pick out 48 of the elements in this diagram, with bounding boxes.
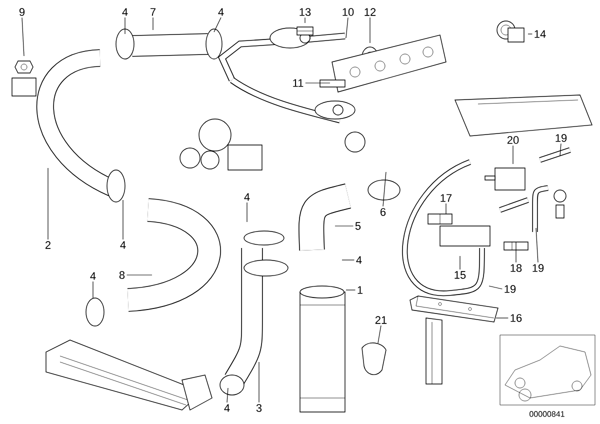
callout-number: 19 — [556, 134, 567, 142]
callout-number: 5 — [355, 222, 361, 230]
callout-number: 11 — [293, 79, 304, 87]
callout-number: 15 — [454, 271, 466, 279]
leader-line — [226, 388, 228, 403]
callout-number: 4 — [90, 272, 96, 280]
leader-line — [258, 362, 260, 403]
callout-number: 4 — [122, 8, 128, 16]
callout-number: 4 — [120, 241, 126, 249]
callout-number: 2 — [46, 241, 50, 249]
callout-number: 19 — [504, 285, 516, 293]
callout-number: 16 — [510, 314, 522, 322]
callout-number: 12 — [364, 8, 376, 16]
leader-line — [22, 17, 24, 56]
callout-number: 6 — [380, 208, 386, 216]
leader-line — [378, 325, 382, 344]
leader-line — [536, 228, 538, 263]
leader-line — [488, 286, 502, 290]
leader-line — [152, 17, 154, 30]
callout-number: 21 — [375, 316, 387, 324]
callout-number: 14 — [534, 30, 546, 38]
leader-line — [305, 82, 330, 84]
callout-number: 3 — [256, 404, 262, 412]
image-number: 00000841 — [530, 411, 564, 417]
leader-line — [92, 281, 94, 298]
callout-number: 10 — [342, 8, 354, 16]
callout-number: 20 — [507, 136, 519, 144]
callout-number: 8 — [119, 271, 125, 279]
callout-number: 18 — [510, 264, 522, 272]
leader-line — [560, 143, 562, 156]
callout-number: 17 — [440, 194, 452, 202]
leader-line — [214, 17, 222, 32]
leader-line — [126, 274, 152, 276]
callout-number: 4 — [244, 193, 250, 201]
leader-line — [122, 200, 124, 240]
callout-number: 19 — [532, 264, 544, 272]
callout-number: 4 — [224, 404, 230, 412]
leader-line — [512, 145, 514, 164]
callout-number: 4 — [356, 256, 362, 264]
callout-number: 9 — [19, 8, 25, 16]
callout-number: 4 — [218, 8, 224, 16]
leader-line — [246, 202, 248, 222]
callout-number: 13 — [300, 8, 311, 16]
callout-number: 1 — [358, 286, 363, 294]
callout-number: 7 — [150, 8, 156, 16]
leader-line — [304, 17, 306, 24]
leader-line — [346, 17, 348, 38]
leader-line — [124, 17, 126, 34]
